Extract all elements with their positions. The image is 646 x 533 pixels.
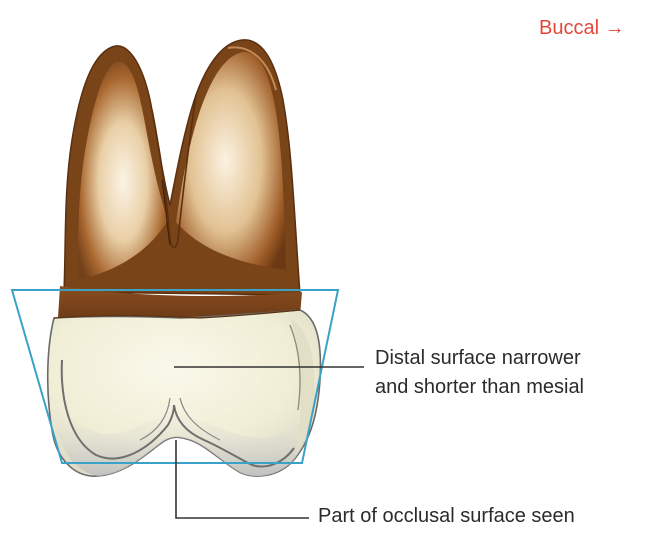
distal-surface-annotation: Distal surface narrower and shorter than… bbox=[375, 344, 646, 402]
occlusal-surface-annotation: Part of occlusal surface seen bbox=[318, 505, 646, 528]
distal-annotation-line2: and shorter than mesial bbox=[375, 373, 646, 402]
tooth-root bbox=[58, 40, 302, 321]
tooth-crown bbox=[48, 310, 321, 476]
buccal-orientation-label: Buccal → bbox=[539, 17, 625, 40]
distal-annotation-line1: Distal surface narrower bbox=[375, 344, 646, 373]
